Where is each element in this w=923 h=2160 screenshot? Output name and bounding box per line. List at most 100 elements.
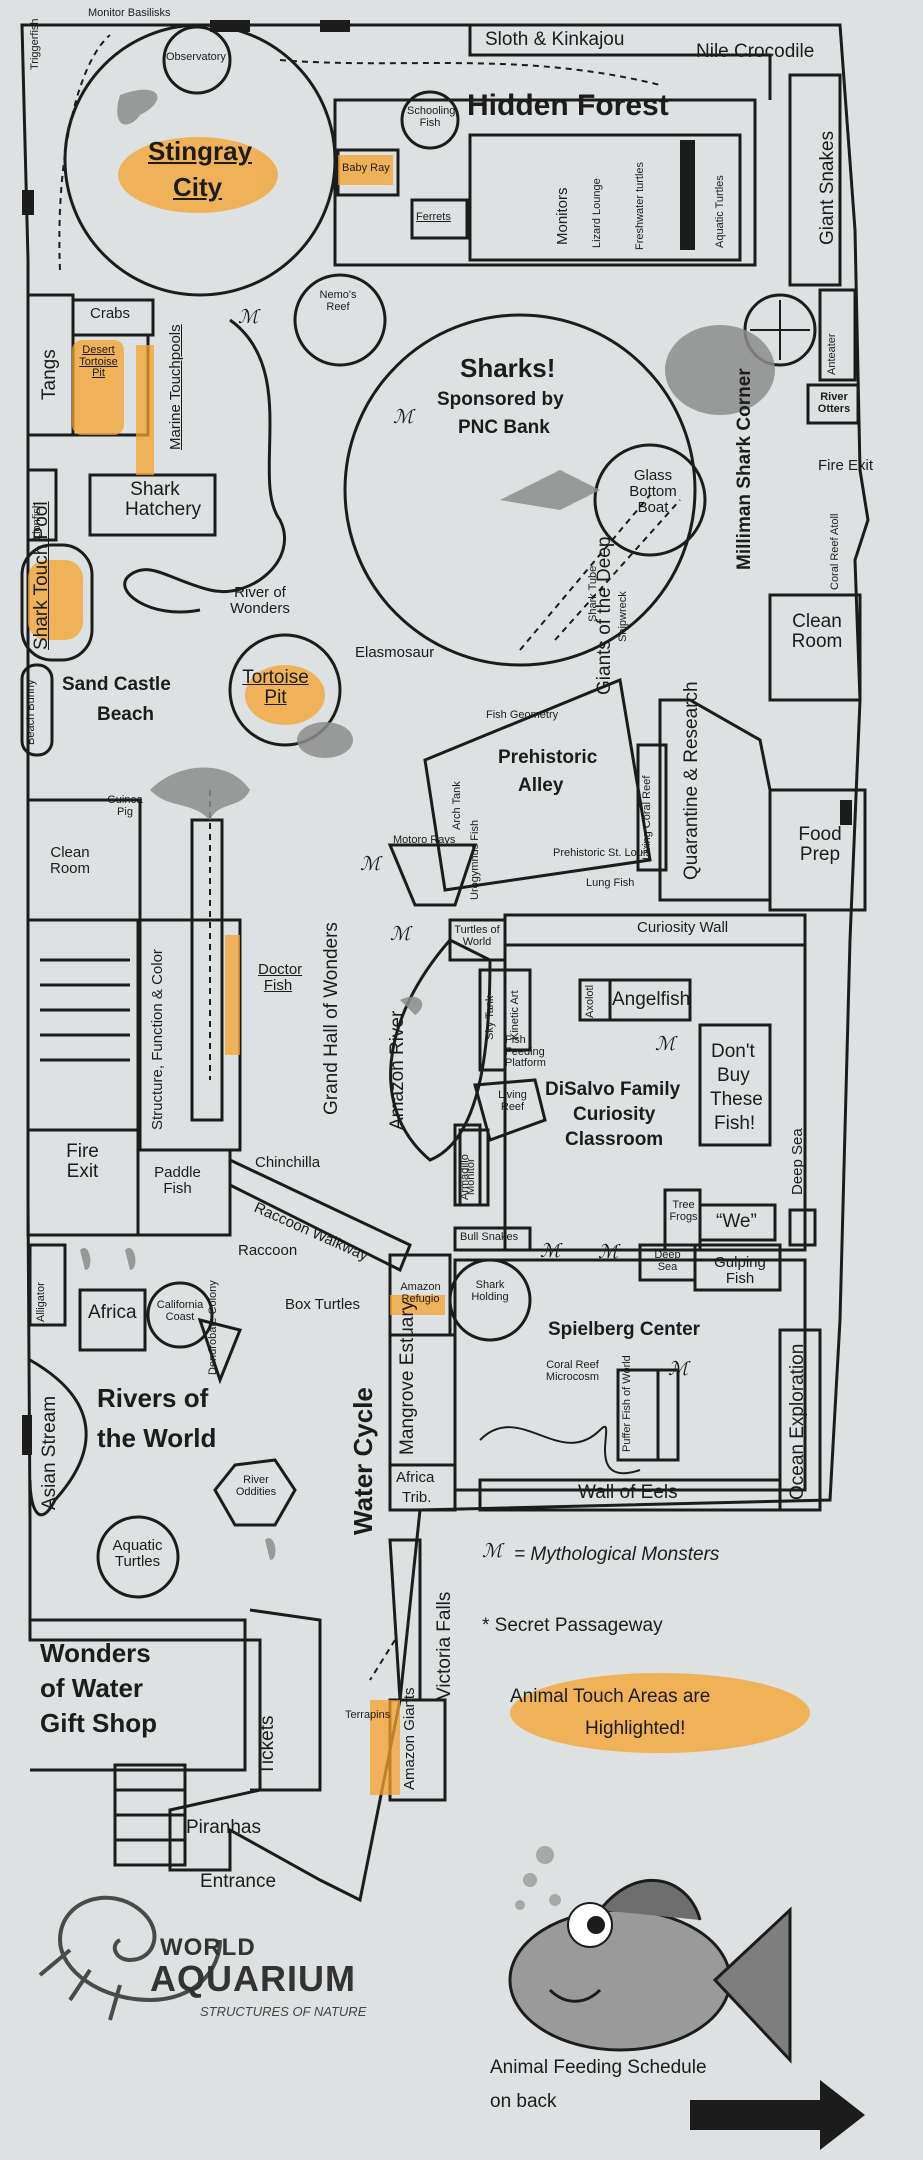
legend-touch-areas-2: Highlighted! xyxy=(585,1718,686,1739)
curiosity-wall-label: Curiosity Wall xyxy=(637,919,729,936)
monitor-basilisks-label: Monitor Basilisks xyxy=(88,7,171,19)
schooling-fish-label: Schooling Fish xyxy=(407,105,456,129)
asian-stream-label: Asian Stream xyxy=(39,1395,60,1510)
raccoon-label: Raccoon xyxy=(238,1242,298,1259)
prehistoric-st-louis-label: Prehistoric St. Louis xyxy=(553,847,651,859)
amazon-refugio-label: Amazon Refugio xyxy=(400,1281,441,1305)
motoro-rays-label: Motoro Rays xyxy=(393,834,456,846)
mythological-marker: ℳ xyxy=(390,924,411,945)
giant-snakes-label: Giant Snakes xyxy=(817,130,838,245)
stingray-city-label-2: City xyxy=(173,172,223,202)
legend-m-symbol: ℳ xyxy=(482,1541,503,1562)
gulping-fish-label: Gulping Fish xyxy=(714,1254,766,1287)
rivers-of-world-label-1: Rivers of xyxy=(97,1383,209,1413)
giants-of-deep-label: Giants of the Deep xyxy=(594,536,615,695)
monitors-label: Monitors xyxy=(554,187,571,245)
lizard-lounge-label: Lizard Lounge xyxy=(591,178,603,248)
marine-touchpools-label: Marine Touchpools xyxy=(167,324,184,450)
shark-touch-pool-label: Shark Touch Pool xyxy=(31,501,52,650)
feeding-schedule-line-1: Animal Feeding Schedule xyxy=(490,2057,707,2078)
arch-tank-label: Arch Tank xyxy=(451,781,463,830)
coral-reef-atoll-label: Coral Reef Atoll xyxy=(829,513,841,590)
dont-buy-label-2: Buy xyxy=(717,1065,750,1086)
river-of-wonders-label: River of Wonders xyxy=(230,584,290,617)
shark-holding-label: Shark Holding xyxy=(471,1279,509,1303)
grand-hall-label: Grand Hall of Wonders xyxy=(321,922,342,1115)
paddle-fish-label: Paddle Fish xyxy=(154,1164,201,1197)
wall-of-eels-label: Wall of Eels xyxy=(578,1482,678,1503)
disalvo-label-2: Curiosity xyxy=(573,1104,656,1125)
mythological-marker: ℳ xyxy=(540,1241,561,1262)
prehistoric-label-2: Alley xyxy=(518,775,564,796)
box-turtles-label: Box Turtles xyxy=(285,1296,361,1313)
mythological-marker: ℳ xyxy=(668,1359,689,1380)
structure-function-label: Structure, Function & Color xyxy=(149,949,166,1130)
crabs-label: Crabs xyxy=(90,305,131,322)
stingray-city-label-1: Stingray xyxy=(148,136,253,166)
alligator-label: Alligator xyxy=(35,1282,47,1322)
river-otters-label: River Otters xyxy=(817,391,851,415)
river-oddities-label: River Oddities xyxy=(235,1474,277,1498)
sponsored-label: Sponsored by xyxy=(437,389,564,410)
water-cycle-label: Water Cycle xyxy=(348,1387,378,1535)
quarantine-research-label: Quarantine & Research xyxy=(681,681,702,880)
desert-tortoise-pit-label: Desert Tortoise Pit xyxy=(79,344,118,380)
kinetic-art-label: Kinetic Art xyxy=(509,990,521,1040)
urogymnus-fish-label: Urogymnus Fish xyxy=(469,819,481,900)
sharks-label: Sharks! xyxy=(460,353,556,383)
sky-tank-label: Sky Tank xyxy=(484,995,496,1040)
freshwater-turtles-label: Freshwater turtles xyxy=(634,161,646,250)
mythological-marker: ℳ xyxy=(360,854,381,875)
piranhas-label: Piranhas xyxy=(186,1817,261,1838)
california-coast-label: California Coast xyxy=(156,1299,204,1323)
legend-secret-passageway: * Secret Passageway xyxy=(482,1615,663,1636)
deep-sea-vert-label: Deep Sea xyxy=(789,1128,806,1195)
sand-castle-label-2: Beach xyxy=(97,704,155,725)
gift-shop-label-3: Gift Shop xyxy=(40,1708,157,1738)
aquatic-turtles-label: Aquatic Turtles xyxy=(112,1537,163,1570)
ocean-exploration-label: Ocean Exploration xyxy=(787,1343,808,1500)
fish-feeding-platform-label: Fish Feeding Platform xyxy=(505,1034,546,1070)
logo-tagline: STRUCTURES OF NATURE xyxy=(200,2004,367,2019)
living-reef-label: Living Reef xyxy=(498,1089,527,1113)
dont-buy-label-4: Fish! xyxy=(714,1113,756,1134)
gift-shop-label-1: Wonders xyxy=(40,1638,151,1668)
triggerfish-label: Triggerfish xyxy=(29,18,41,70)
dont-buy-label-1: Don't xyxy=(711,1041,755,1062)
spielberg-center-label: Spielberg Center xyxy=(548,1319,701,1340)
milliman-shark-corner-label: Milliman Shark Corner xyxy=(734,368,755,570)
baby-ray-label: Baby Ray xyxy=(342,162,390,174)
rivers-of-world-label-2: the World xyxy=(97,1423,217,1453)
sloth-kinkajou-label: Sloth & Kinkajou xyxy=(485,29,625,50)
dendrobate-colony-label: Dendrobate Colony xyxy=(207,1280,219,1375)
tickets-label: Tickets xyxy=(257,1715,278,1775)
anteater-label: Anteater xyxy=(826,333,838,375)
shipwreck-label: Shipwreck xyxy=(617,591,629,642)
terrapins-label: Terrapins xyxy=(345,1709,391,1721)
bull-snakes-label: Bull Snakes xyxy=(460,1231,519,1243)
nile-crocodile-label: Nile Crocodile xyxy=(696,41,815,62)
aquatic-turtles-top-label: Aquatic Turtles xyxy=(714,175,726,248)
victoria-falls-label: Victoria Falls xyxy=(434,1591,455,1700)
food-prep-label: Food Prep xyxy=(798,824,842,865)
mythological-marker: ℳ xyxy=(393,407,414,428)
elasmosaur-label: Elasmosaur xyxy=(355,644,435,661)
clean-room-left-label: Clean Room xyxy=(49,844,90,877)
tortoise-pit-label: Tortoise Pit xyxy=(242,667,309,708)
we-label: “We” xyxy=(716,1211,757,1232)
nemos-reef-label: Nemo's Reef xyxy=(319,289,357,313)
fish-geometry-label: Fish Geometry xyxy=(486,709,559,721)
legend-touch-areas-1: Animal Touch Areas are xyxy=(510,1686,711,1707)
amazon-river-label: Amazon River xyxy=(387,1010,408,1130)
pnc-bank-label: PNC Bank xyxy=(458,417,550,438)
monitor-mid-label: Monitor xyxy=(465,1158,477,1195)
hidden-forest-label: Hidden Forest xyxy=(467,89,669,122)
mythological-marker: ℳ xyxy=(238,307,259,328)
shark-hatchery-label: Shark Hatchery xyxy=(125,479,202,520)
logo-line-aquarium: AQUARIUM xyxy=(150,1958,356,1999)
mythological-marker: ℳ xyxy=(655,1034,676,1055)
angelfish-label: Angelfish xyxy=(612,989,691,1010)
prehistoric-label-1: Prehistoric xyxy=(498,747,598,768)
